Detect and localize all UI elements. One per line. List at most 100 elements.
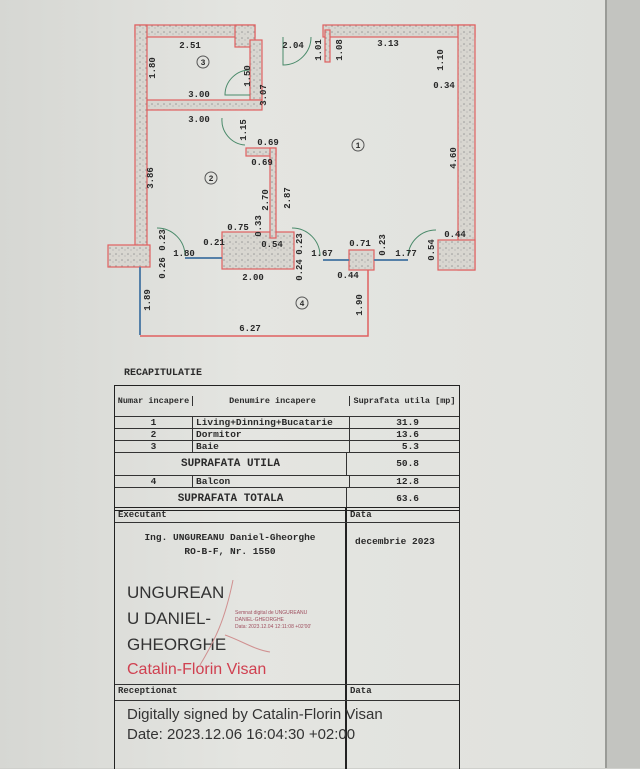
walls [107,24,476,271]
digitally-signed-text: Digitally signed by Catalin-Florin Visan… [127,705,383,745]
dimension-label: 0.34 [433,81,455,91]
room-number: 1 [356,142,361,151]
cell-name: Dormitor [193,429,350,440]
table-row: 4 Balcon 12.8 [115,475,459,487]
document-paper [0,0,612,768]
paper-edge [605,0,607,768]
dimension-label: 2.87 [283,187,293,209]
dimension-label: 0.54 [427,239,437,261]
sign-date: Date: 2023.12.06 16:04:30 +02:00 [127,726,356,743]
engineer-name: Ing. UNGUREANU Daniel-Gheorghe [144,532,316,543]
sig-line: GHEORGHE [127,635,227,654]
dimension-label: 0.26 [158,257,168,279]
total-value: 63.6 [396,493,419,504]
digital-signature-name: UNGUREAN U DANIEL- GHEORGHE [127,580,226,658]
dimension-label: 3.00 [188,115,210,125]
dimension-label: 0.75 [227,223,249,233]
dimension-label: 2.51 [179,41,201,51]
total-label: SUPRAFATA TOTALA [115,488,347,510]
dimension-label: 0.69 [257,138,279,148]
sig-detail: DANIEL-GHEORGHE [235,617,284,623]
dimension-label: 1.50 [243,65,253,87]
cell-name: Baie [193,441,350,452]
room-number: 3 [201,59,206,68]
cell-number: 4 [115,476,193,487]
cell-area: 12.8 [396,476,419,487]
windows [139,257,408,335]
cell-name: Balcon [193,476,350,487]
header-area: Suprafata utila [mp] [353,396,456,406]
dimension-label: 1.08 [335,39,345,61]
cell-number: 1 [115,417,193,428]
sig-detail: Data: 2023.12.04 12:11:08 +02'00' [235,624,312,630]
dimension-label: 4.60 [449,147,459,169]
balcony-outline [140,270,369,337]
dimension-label: 3.07 [259,84,269,106]
sig-line: U DANIEL- [127,609,212,628]
column-divider [345,508,347,769]
table-row: 3 Baie 5.3 [115,440,459,452]
dimension-label: 1.77 [395,249,417,259]
dimension-label: 1.10 [436,49,446,71]
dimension-label: 2.70 [261,189,271,211]
header-name: Denumire incapere [193,396,350,406]
divider [115,684,459,685]
dimension-label: 0.24 [295,259,305,281]
room-number: 2 [209,175,214,184]
digital-signature-details: Semnat digital de UNGUREANU DANIEL-GHEOR… [235,610,311,631]
receptionat-date-label: Data [350,686,372,696]
room-number-markers [196,55,365,310]
dimension-label: 1.89 [143,289,153,311]
sig-line: UNGUREAN [127,583,225,602]
dimension-label: 0.21 [203,238,225,248]
background-strip [607,0,640,768]
engineer-reg: RO-B-F, Nr. 1550 [184,546,276,557]
cell-area: 13.6 [396,429,419,440]
dimension-label: 1.90 [355,294,365,316]
cell-area: 5.3 [401,441,419,452]
dimension-label: 0.23 [295,233,305,255]
dimension-label: 3.86 [146,167,156,189]
dimension-label: 1.15 [239,119,249,141]
dimension-label: 0.71 [349,239,371,249]
recap-table: Numar incapere Denumire incapere Suprafa… [114,385,460,511]
dimension-label: 0.69 [251,158,273,168]
dimension-label: 2.00 [242,273,264,283]
dimension-label: 0.54 [261,240,283,250]
sig-detail: Semnat digital de UNGUREANU [235,610,308,616]
cell-area: 31.9 [396,417,419,428]
dimension-label: 2.04 [282,41,304,51]
dimension-label: 0.23 [378,234,388,256]
dimension-label: 0.23 [158,229,168,251]
dimension-label: 3.13 [377,39,399,49]
dimension-label: 1.80 [148,57,158,79]
signature-block: Executant Data Ing. UNGUREANU Daniel-Ghe… [114,507,460,769]
signer-name: Catalin-Florin Visan [127,661,267,678]
door-swings [156,36,437,257]
table-header: Numar incapere Denumire incapere Suprafa… [115,386,459,416]
signature-scribble [199,580,271,666]
dimension-label: 0.33 [254,215,264,237]
recap-title: RECAPITULATIE [124,368,203,379]
signed-by: Digitally signed by Catalin-Florin Visan [127,706,383,723]
dimension-label: 1.67 [311,249,333,259]
dimension-label: 3.00 [188,90,210,100]
cell-number: 2 [115,429,193,440]
dimension-label: 1.80 [173,249,195,259]
receptionat-label: Receptionat [118,686,178,696]
executant-date-label: Data [350,510,372,520]
total-row: SUPRAFATA TOTALA 63.6 [115,487,459,510]
room-number: 4 [300,300,305,309]
header-number: Numar incapere [115,396,193,406]
util-value: 50.8 [396,458,419,469]
table-row: 2 Dormitor 13.6 [115,428,459,440]
dimension-label: 0.44 [444,230,466,240]
floor-plan: 1 2 3 4 2.51 1.80 1.50 3.00 3.07 3.00 1.… [107,24,476,337]
divider [115,700,459,701]
dimension-label: 6.27 [239,324,261,334]
dimension-label: 0.44 [337,271,359,281]
util-row: SUPRAFATA UTILA 50.8 [115,452,459,475]
executant-date: decembrie 2023 [355,536,435,547]
util-label: SUPRAFATA UTILA [115,453,347,475]
table-row: 1 Living+Dinning+Bucatarie 31.9 [115,416,459,428]
